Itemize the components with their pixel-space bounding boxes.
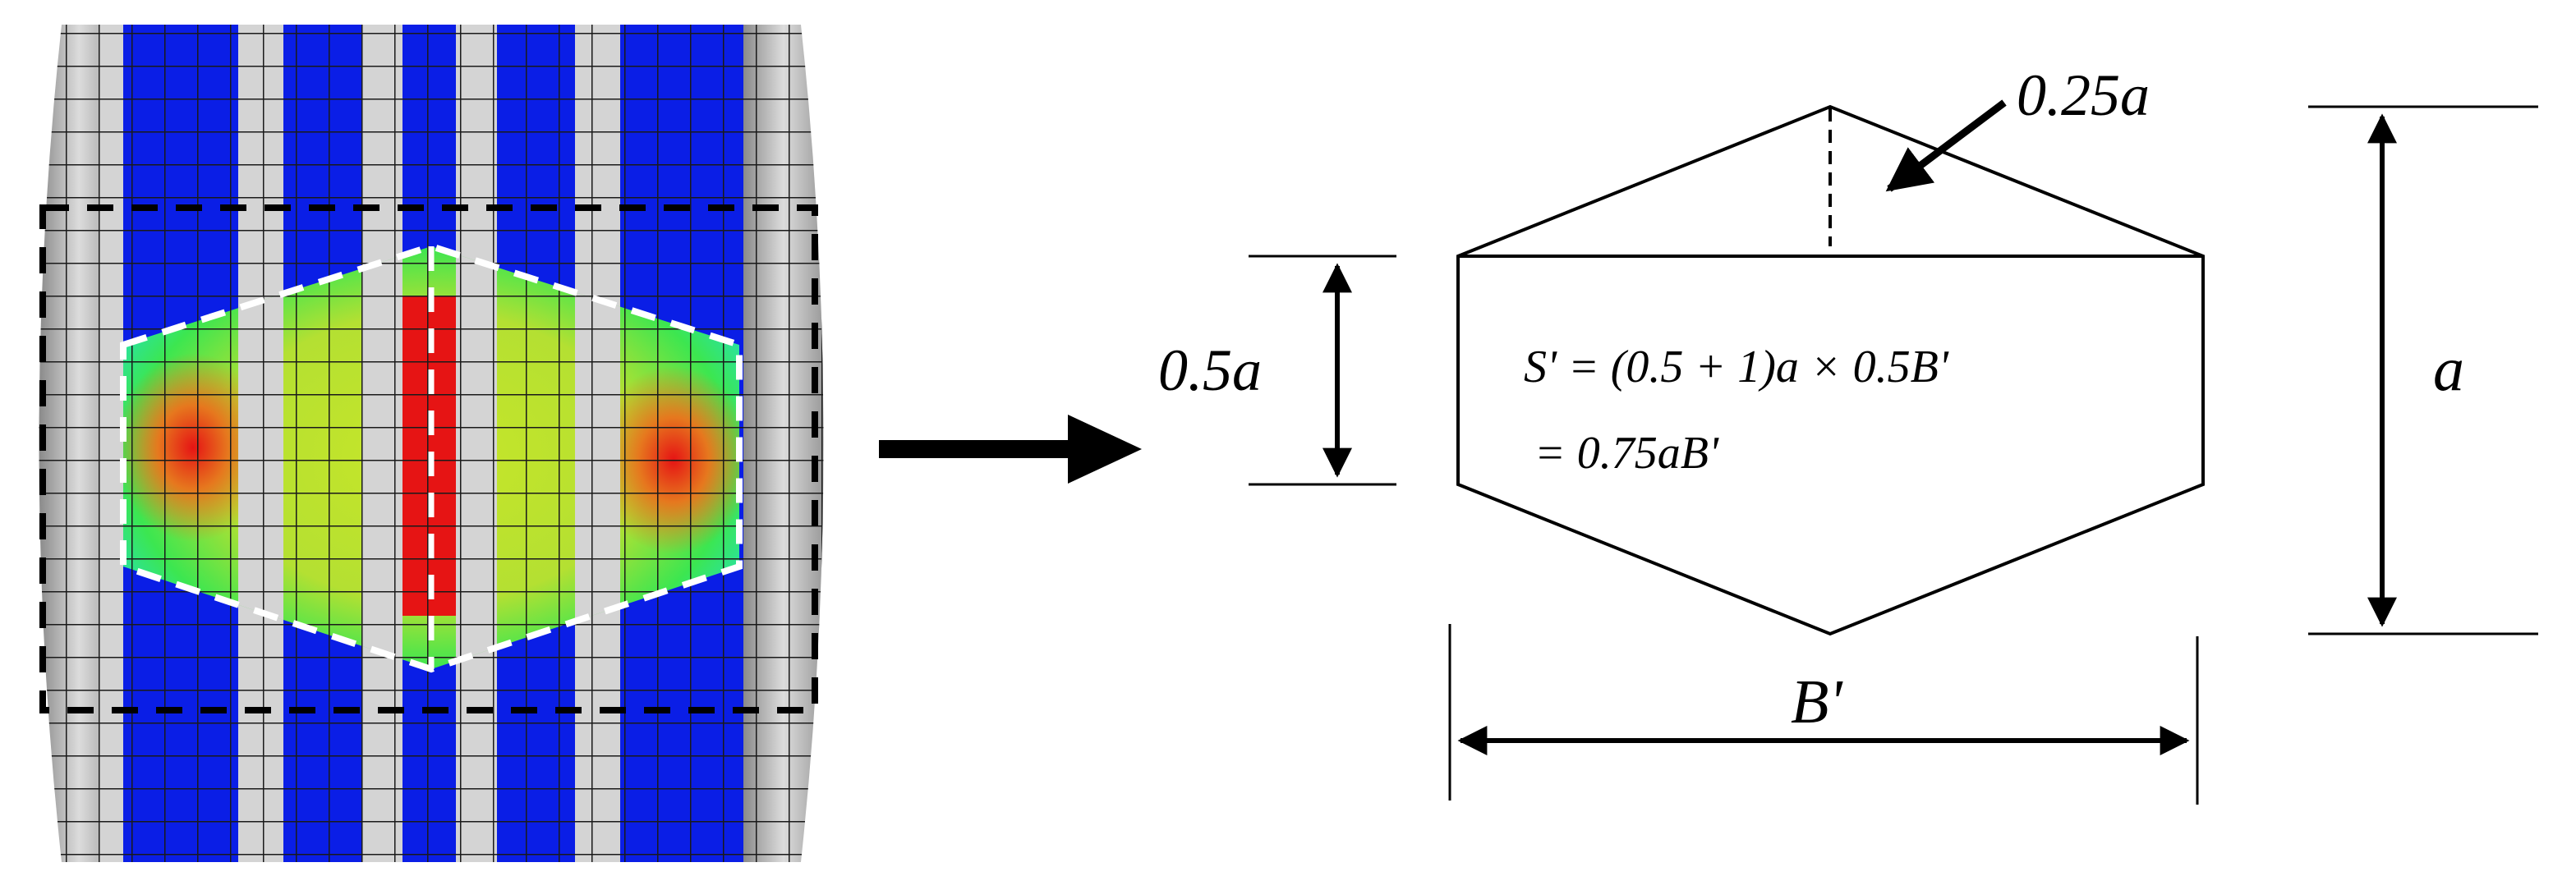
label-width: B' (1791, 668, 1843, 736)
fe-contour-image (39, 25, 824, 862)
dashed-hexagon-outline (120, 242, 743, 673)
offset-pointer-arrow (1885, 99, 2007, 192)
label-rect-height: 0.5a (1158, 337, 1262, 403)
schematic-diagram: 0.25a 0.5a a B' S' = (0.5 + 1)a × 0.5B' … (1158, 62, 2538, 805)
formula-line-2: = 0.75aB' (1534, 428, 1719, 479)
label-total-height: a (2433, 335, 2464, 404)
hexagon-shape (1456, 104, 2205, 636)
transition-arrow (879, 415, 1142, 484)
formula-line-1: S' = (0.5 + 1)a × 0.5B' (1524, 342, 1949, 392)
label-top-offset: 0.25a (2017, 62, 2150, 128)
dashed-region-box (39, 204, 818, 713)
